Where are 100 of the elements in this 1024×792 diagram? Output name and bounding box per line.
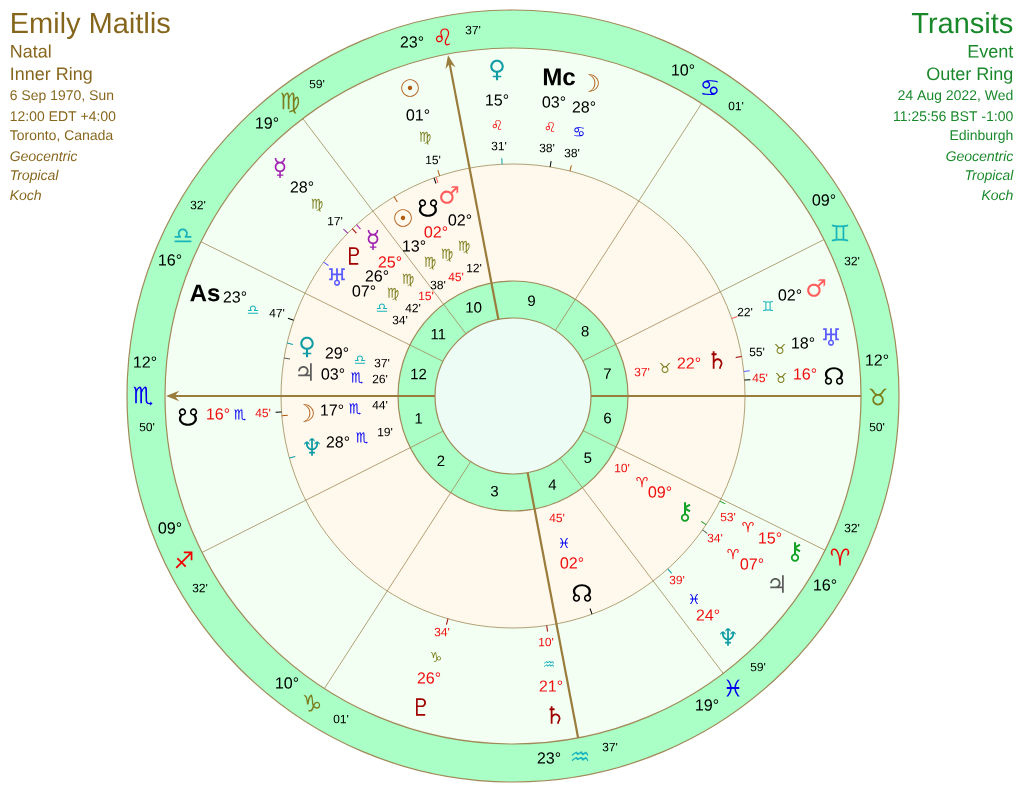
minute-label: 37' [634,367,650,377]
subheading: Outer Ring [927,66,1013,84]
planet-glyph: ☋ [178,408,198,426]
degree-label: 07° [740,558,764,570]
zodiac-sign-glyph: ♓ [559,537,569,549]
planet-glyph: ☽ [302,404,314,422]
zodiac-sign-glyph: ♎ [247,305,259,314]
minute-label: 22' [737,307,753,317]
minute-label: 32' [844,256,860,266]
planet-glyph: ♀ [300,336,314,358]
zodiac-sign-glyph: ♍ [458,240,470,254]
degree-label: 23° [223,291,247,303]
info-text: Koch [10,189,41,201]
minute-label: 39' [669,575,685,585]
degree-label: 02° [560,557,584,569]
house-number: 12 [411,368,427,380]
minute-label: 45' [448,272,464,282]
minute-label: 37' [465,25,481,35]
minute-label: 19' [378,427,393,437]
degree-label: 17° [321,404,344,416]
zodiac-sign-glyph: ♊ [831,224,849,242]
degree-label: 07° [352,285,376,297]
zodiac-sign-glyph: ♊ [763,300,773,312]
zodiac-sign-glyph: ♏ [133,386,153,406]
zodiac-sign-glyph: ♎ [354,355,366,364]
planet-glyph: ☉ [394,209,412,227]
degree-label: 15° [759,532,782,544]
minute-label: 47' [269,308,285,318]
subheading: Event [968,45,1014,58]
zodiac-sign-glyph: ♐ [175,551,193,569]
degree-label: 25° [378,256,402,268]
degree-label: 09° [648,486,672,498]
minute-label: 37' [374,358,390,368]
degree-label: 28° [290,181,314,193]
house-number: 11 [431,329,446,340]
heading: Emily Maitlis [12,12,170,39]
info-text: Tropical [10,169,59,183]
degree-label: 22° [677,357,701,369]
degree-label: 23° [537,752,561,764]
minute-label: 01' [333,714,349,724]
info-text: 24 Aug 2022, Wed [898,89,1013,103]
minute-label: 53' [720,512,736,522]
zodiac-sign-glyph: ♏ [234,409,246,421]
zodiac-sign-glyph: ♉ [869,388,887,406]
planet-glyph: ♇ [416,698,426,716]
planet-glyph: ☋ [418,199,438,217]
info-text: Koch [981,189,1013,201]
zodiac-sign-glyph: ♌ [545,121,555,133]
info-text: Geocentric [10,150,78,162]
house-number: 4 [548,479,557,490]
minute-label: 38' [430,280,446,290]
degree-label: 18° [792,337,815,349]
degree-label: 12° [134,356,157,368]
planet-glyph: ☿ [274,158,286,178]
planet-glyph: ♆ [720,628,736,646]
zodiac-sign-glyph: ♍ [424,256,436,270]
angle-label: As [190,284,220,302]
house-number: 2 [437,455,445,467]
degree-label: 02° [778,289,802,301]
zodiac-sign-glyph: ♈ [830,548,850,566]
degree-label: 16° [814,579,837,591]
house-number: 9 [528,295,535,307]
info-text: 11:25:56 BST -1:00 [894,111,1013,122]
house-number: 7 [604,368,611,379]
zodiac-sign-glyph: ♉ [775,343,786,355]
degree-label: 16° [159,254,182,266]
minute-label: 38' [539,143,555,153]
minute-label: 45' [549,513,565,523]
minute-label: 59' [309,79,325,89]
zodiac-sign-glyph: ♎ [376,303,388,312]
planet-glyph: ♂ [440,186,459,204]
zodiac-sign-glyph: ♋ [702,80,718,96]
degree-label: 15° [486,94,509,106]
planet-glyph: ♂ [807,279,826,297]
planet-glyph: ☊ [572,584,592,602]
zodiac-sign-glyph: ♏ [349,403,361,415]
degree-label: 10° [672,64,695,76]
planet-glyph: ♀ [490,59,504,81]
minute-label: 59' [750,662,766,672]
house-number: 10 [466,302,482,313]
zodiac-sign-glyph: ♉ [660,362,671,374]
planet-glyph: ☿ [367,230,379,250]
planet-glyph: ☊ [824,367,844,385]
degree-label: 29° [325,347,349,359]
minute-label: 01' [728,101,744,111]
planet-glyph: ♅ [823,328,839,346]
zodiac-sign-glyph: ♌ [435,28,451,46]
info-text: 6 Sep 1970, Sun [10,90,114,103]
minute-label: 32' [844,523,860,533]
zodiac-sign-glyph: ♏ [351,372,363,384]
degree-label: 13° [403,240,426,252]
degree-label: 23° [400,36,424,48]
minute-label: 32' [190,200,206,210]
minute-label: 10' [615,463,630,473]
zodiac-sign-glyph: ♎ [174,228,192,243]
zodiac-sign-glyph: ♍ [419,131,431,145]
minute-label: 34' [707,533,723,543]
planet-glyph: ⚷ [790,542,801,562]
degree-label: 19° [256,117,279,129]
minute-label: 15' [426,155,441,165]
